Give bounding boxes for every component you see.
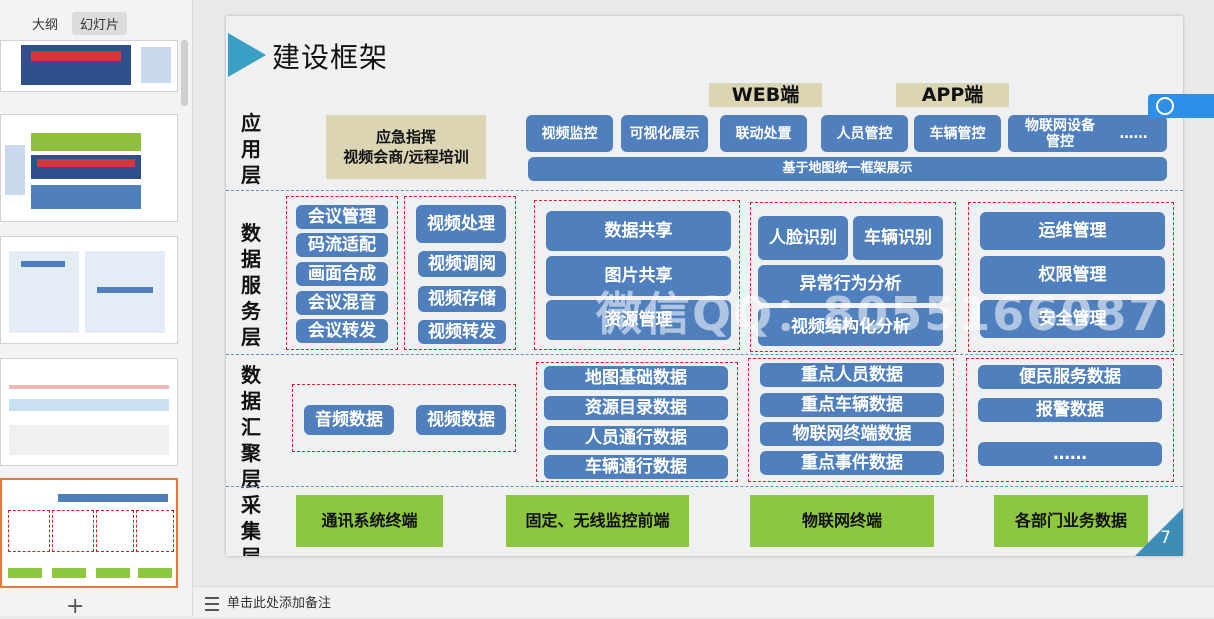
slide-thumbnail[interactable] bbox=[0, 114, 178, 222]
title-triangle-icon bbox=[228, 33, 266, 77]
layer-label-text: 应用层 bbox=[241, 111, 261, 187]
layer-label-text: 数据服务层 bbox=[241, 221, 261, 349]
layer-label-collection: 采集层 bbox=[234, 492, 268, 556]
service-item: 数据共享 bbox=[546, 211, 731, 251]
layer-label-data-aggregation: 数据汇聚层 bbox=[234, 362, 268, 492]
module-iot: 物联网设备管控 bbox=[1008, 115, 1112, 152]
service-item: 会议混音 bbox=[296, 291, 388, 315]
service-group-video bbox=[404, 196, 516, 350]
emergency-command-box: 应急指挥 视频会商/远程培训 bbox=[326, 115, 486, 179]
aggregation-item: 地图基础数据 bbox=[544, 366, 728, 390]
cloud-icon bbox=[1156, 97, 1174, 115]
service-group-management bbox=[968, 202, 1174, 352]
service-item: 画面合成 bbox=[296, 262, 388, 286]
module-linkage: 联动处置 bbox=[720, 115, 807, 152]
aggregation-group-base bbox=[536, 362, 738, 482]
aggregation-item: 资源目录数据 bbox=[544, 396, 728, 420]
service-group-analysis bbox=[750, 202, 956, 352]
layer-divider bbox=[226, 486, 1183, 487]
service-group-conference bbox=[286, 196, 398, 350]
module-more: …… bbox=[1100, 115, 1167, 152]
module-personnel: 人员管控 bbox=[821, 115, 908, 152]
view-tabs: 大纲 幻灯片 bbox=[24, 12, 128, 35]
service-item: 视频处理 bbox=[416, 205, 506, 243]
aggregation-item: 人员通行数据 bbox=[544, 426, 728, 450]
layer-label-text: 数据汇聚层 bbox=[241, 363, 261, 491]
service-item: 车辆识别 bbox=[853, 216, 943, 260]
layer-label-text: 采集层 bbox=[241, 493, 261, 556]
thumbnail-scrollbar[interactable] bbox=[181, 40, 188, 106]
collection-item: 固定、无线监控前端 bbox=[506, 495, 689, 547]
aggregation-group-av bbox=[292, 384, 516, 452]
aggregation-item: 报警数据 bbox=[978, 398, 1162, 422]
layer-label-data-service: 数据服务层 bbox=[234, 220, 268, 350]
service-item: 权限管理 bbox=[980, 256, 1165, 294]
service-item: 视频存储 bbox=[418, 286, 506, 312]
unified-map-bar: 基于地图统一框架展示 bbox=[528, 157, 1167, 181]
aggregation-group-service bbox=[966, 358, 1174, 482]
layer-divider bbox=[226, 354, 1183, 355]
notes-placeholder[interactable]: 单击此处添加备注 bbox=[227, 596, 332, 611]
collection-item: 各部门业务数据 bbox=[994, 495, 1148, 547]
module-visualization: 可视化展示 bbox=[621, 115, 708, 152]
aggregation-item: 物联网终端数据 bbox=[760, 422, 944, 446]
cloud-widget-button[interactable] bbox=[1148, 94, 1214, 118]
slide-thumbnail-selected[interactable] bbox=[0, 478, 178, 588]
service-item: 人脸识别 bbox=[758, 216, 848, 260]
service-item: 会议转发 bbox=[296, 319, 388, 343]
notes-icon bbox=[205, 597, 219, 611]
tab-outline[interactable]: 大纲 bbox=[32, 18, 59, 33]
slide-thumbnail-panel: 大纲 幻灯片 + bbox=[0, 0, 193, 619]
service-group-data-share bbox=[534, 200, 740, 350]
page-corner-triangle bbox=[1135, 508, 1183, 556]
collection-item: 通讯系统终端 bbox=[296, 495, 443, 547]
slide-thumbnail[interactable] bbox=[0, 358, 178, 466]
service-item: 会议管理 bbox=[296, 205, 388, 229]
aggregation-item: 视频数据 bbox=[416, 405, 506, 435]
aggregation-item: 重点事件数据 bbox=[760, 451, 944, 475]
service-item: 视频结构化分析 bbox=[758, 308, 943, 346]
page-number: 7 bbox=[1160, 528, 1171, 548]
service-item: 资源管理 bbox=[546, 300, 731, 340]
collection-item: 物联网终端 bbox=[750, 495, 934, 547]
aggregation-item: 重点车辆数据 bbox=[760, 393, 944, 417]
notes-bar[interactable]: 单击此处添加备注 bbox=[193, 586, 1214, 617]
service-item: 图片共享 bbox=[546, 256, 731, 296]
service-item: 异常行为分析 bbox=[758, 265, 943, 303]
module-video-monitoring: 视频监控 bbox=[526, 115, 613, 152]
aggregation-item: …… bbox=[978, 442, 1162, 466]
service-item: 运维管理 bbox=[980, 212, 1165, 250]
service-item: 码流适配 bbox=[296, 233, 388, 257]
slide-thumbnail[interactable] bbox=[0, 40, 178, 92]
aggregation-item: 便民服务数据 bbox=[978, 365, 1162, 389]
aggregation-item: 重点人员数据 bbox=[760, 363, 944, 387]
service-item: 视频转发 bbox=[418, 320, 506, 344]
service-item: 安全管理 bbox=[980, 300, 1165, 338]
slide-title: 建设框架 bbox=[272, 41, 389, 74]
service-item: 视频调阅 bbox=[418, 251, 506, 277]
layer-divider bbox=[226, 190, 1183, 191]
watermark-text: 微信QQ：8055166087 bbox=[596, 287, 1163, 341]
web-label: WEB端 bbox=[709, 83, 822, 107]
aggregation-item: 车辆通行数据 bbox=[544, 455, 728, 479]
slide-canvas: 建设框架 应用层 数据服务层 数据汇聚层 采集层 WEB端 APP端 应急指挥 … bbox=[226, 16, 1183, 556]
app-label: APP端 bbox=[896, 83, 1009, 107]
aggregation-item: 音频数据 bbox=[304, 405, 394, 435]
tab-slides[interactable]: 幻灯片 bbox=[72, 12, 128, 35]
layer-label-app: 应用层 bbox=[234, 110, 268, 188]
add-slide-button[interactable]: + bbox=[66, 594, 85, 619]
aggregation-group-key bbox=[748, 358, 954, 482]
module-vehicle: 车辆管控 bbox=[914, 115, 1001, 152]
slide-thumbnail[interactable] bbox=[0, 236, 178, 344]
